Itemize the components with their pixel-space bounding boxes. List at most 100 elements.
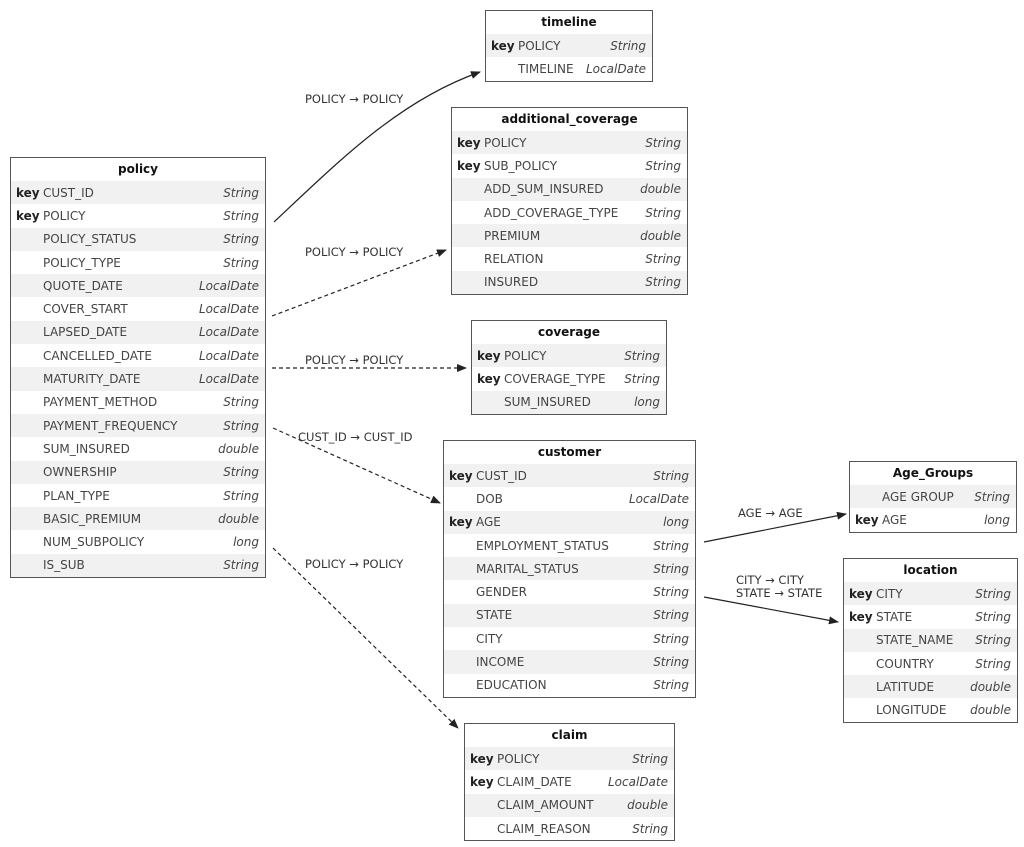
table-title: claim (551, 728, 588, 742)
table-row: NUM_SUBPOLICY long (11, 530, 265, 553)
column-type: String (645, 135, 681, 150)
column-name: SUM_INSURED (43, 441, 130, 456)
column-type: String (223, 558, 259, 573)
column-name: STATE_NAME (876, 633, 954, 648)
column-name: CANCELLED_DATE (43, 348, 152, 363)
table-row: IS_SUB String (11, 553, 265, 578)
column-name: TIMELINE (518, 61, 574, 76)
column-name: INCOME (476, 655, 525, 670)
column-name: PREMIUM (484, 228, 541, 243)
table-title: timeline (541, 15, 597, 29)
table-title: customer (537, 445, 602, 459)
column-type: String (653, 561, 689, 576)
relation-policy-timeline: POLICY → POLICY (273, 71, 481, 223)
table-title: coverage (537, 325, 601, 339)
column-type: long (984, 512, 1010, 527)
column-type: LocalDate (608, 774, 668, 789)
table-row: INSURED String (452, 270, 687, 295)
key-marker: key (457, 135, 481, 150)
column-type: String (223, 232, 259, 247)
column-name: CLAIM_AMOUNT (497, 798, 594, 813)
key-marker: key (849, 609, 873, 624)
column-name: POLICY_TYPE (43, 255, 121, 270)
relation-arrow (273, 71, 481, 223)
column-name: STATE (876, 609, 913, 624)
column-type: long (663, 515, 689, 530)
column-name: NUM_SUBPOLICY (43, 535, 145, 550)
table-title: Age_Groups (892, 466, 974, 480)
column-type: String (975, 633, 1011, 648)
column-name: CUST_ID (43, 185, 94, 200)
column-name: POLICY (43, 208, 86, 223)
column-type: String (223, 395, 259, 410)
column-type: String (223, 418, 259, 433)
key-marker: key (449, 468, 473, 483)
column-type: double (970, 679, 1011, 694)
column-type: String (223, 488, 259, 503)
column-name: COUNTRY (876, 656, 934, 671)
column-type: LocalDate (586, 61, 646, 76)
key-marker: key (457, 158, 481, 173)
column-type: String (632, 751, 668, 766)
column-name: CITY (876, 586, 903, 601)
key-marker: key (449, 515, 473, 530)
column-name: AGE GROUP (882, 489, 954, 504)
column-type: String (974, 489, 1010, 504)
column-name: INSURED (484, 275, 539, 290)
table-row: MARITAL_STATUS String (444, 557, 695, 581)
column-type: long (634, 395, 660, 410)
column-name: GENDER (476, 585, 528, 600)
column-type: long (233, 535, 259, 550)
relation-arrow (271, 249, 447, 317)
relation-label: AGE → AGE (738, 506, 803, 520)
relation-label: CUST_ID → CUST_ID (298, 430, 413, 444)
column-type: String (223, 255, 259, 270)
column-name: MARITAL_STATUS (476, 561, 579, 576)
column-name: OWNERSHIP (43, 465, 117, 480)
table-row: STATE_NAME String (844, 628, 1017, 652)
key-marker: key (491, 38, 515, 53)
column-type: String (645, 275, 681, 290)
table-row: POLICY_TYPE String (11, 251, 265, 274)
column-name: COVERAGE_TYPE (504, 371, 606, 386)
column-type: String (653, 608, 689, 623)
column-name: DOB (476, 491, 503, 506)
column-name: RELATION (484, 252, 544, 267)
column-name: ADD_SUM_INSURED (484, 182, 604, 197)
column-name: MATURITY_DATE (43, 372, 141, 387)
column-name: LAPSED_DATE (43, 325, 128, 340)
column-type: String (223, 465, 259, 480)
relation-arrow (272, 547, 459, 729)
column-name: IS_SUB (43, 558, 85, 573)
